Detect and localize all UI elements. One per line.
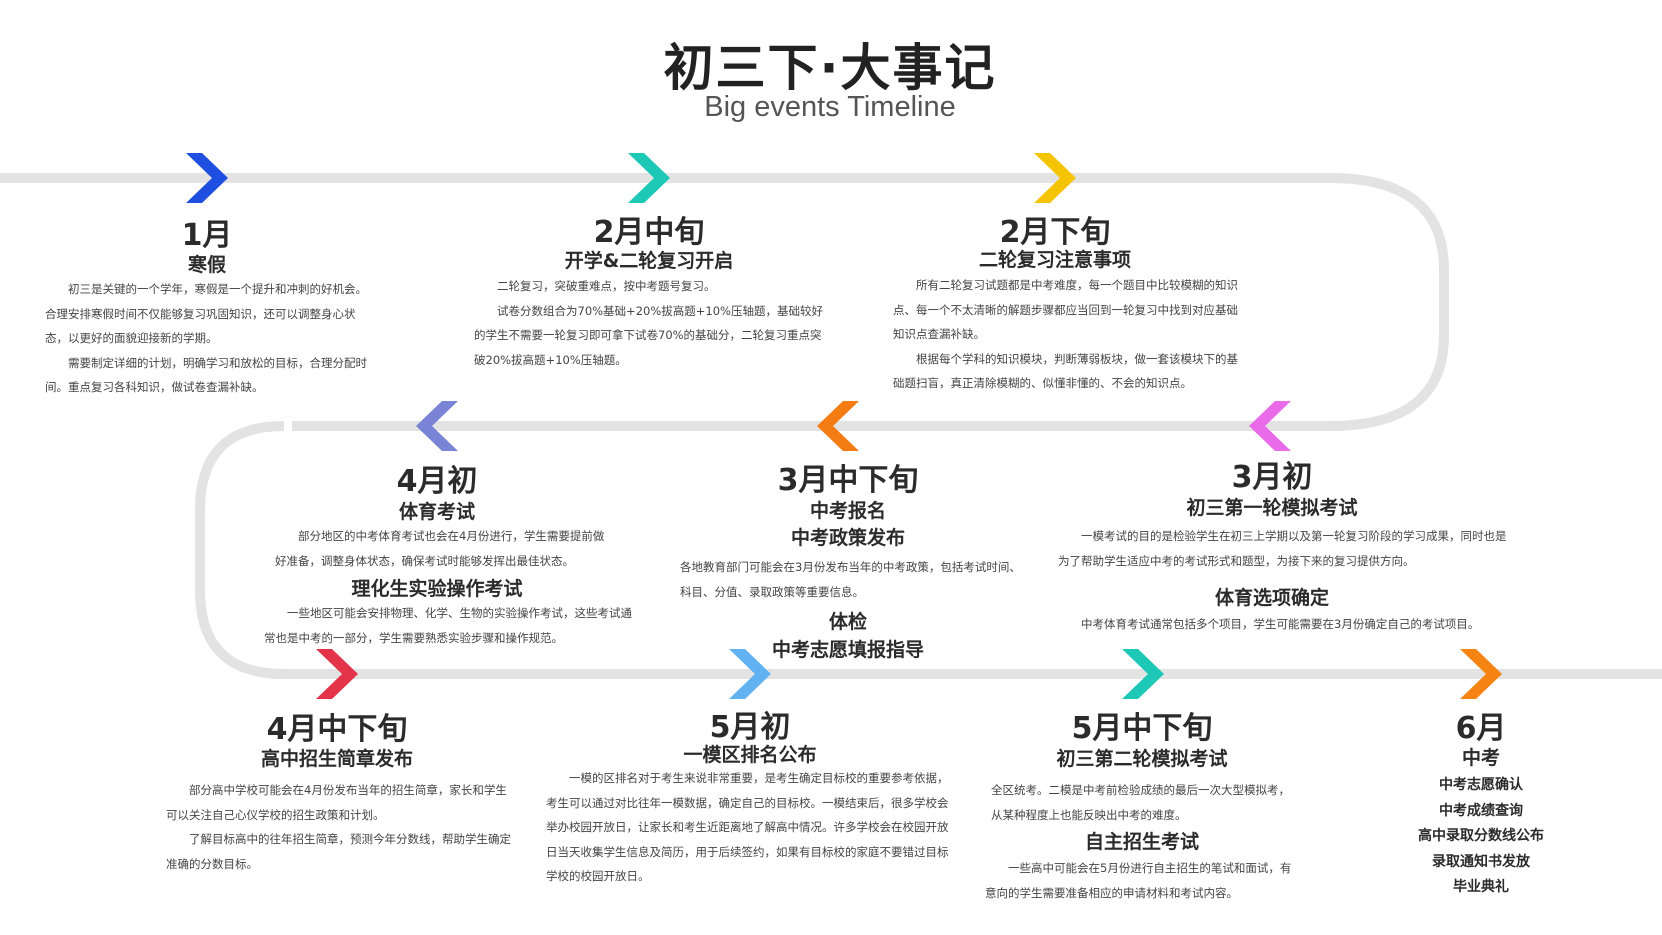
event-description-2: 一些高中可能会在5月份进行自主招生的笔试和面试，有意向的学生需要准备相应的申请材… bbox=[985, 861, 1292, 900]
chevron-right-icon bbox=[628, 153, 670, 203]
event-description: 所有二轮复习试题都是中考难度，每一个题目中比较模糊的知识点、每一个不太清晰的解题… bbox=[893, 278, 1238, 390]
event-month: 2月中旬 bbox=[593, 215, 705, 250]
chevron-right-icon bbox=[1460, 649, 1502, 699]
chevron-left-icon bbox=[416, 401, 458, 451]
event-heading: 中考报名 bbox=[809, 500, 887, 522]
event-description: 二轮复习，突破重难点，按中考题号复习。 试卷分数组合为70%基础+20%拔高题+… bbox=[474, 279, 823, 367]
event-description: 初三是关键的一个学年，寒假是一个提升和冲刺的好机会。合理安排寒假时间不仅能够复习… bbox=[45, 282, 367, 394]
page-subtitle: Big events Timeline bbox=[704, 91, 956, 123]
chevron-right-icon bbox=[1034, 153, 1076, 203]
event-heading: 体育考试 bbox=[398, 501, 476, 523]
event-item: 中考志愿确认 bbox=[1439, 777, 1523, 793]
chevron-right-icon bbox=[1122, 649, 1164, 699]
chevron-right-icon bbox=[186, 153, 228, 203]
event-description: 全区统考。二模是中考前检验成绩的最后一次大型模拟考，从某种程度上也能反映出中考的… bbox=[991, 783, 1290, 822]
event-item: 毕业典礼 bbox=[1453, 879, 1509, 895]
event-item: 高中录取分数线公布 bbox=[1418, 828, 1544, 844]
event-heading: 初三第一轮模拟考试 bbox=[1186, 497, 1358, 519]
chevron-left-icon bbox=[817, 401, 859, 451]
event-heading: 一模区排名公布 bbox=[683, 744, 817, 766]
event-description: 部分地区的中考体育考试也会在4月份进行，学生需要提前做好准备，调整身体状态，确保… bbox=[275, 529, 605, 568]
event-month: 4月初 bbox=[396, 464, 478, 499]
track-lower-loop bbox=[195, 421, 1662, 679]
event-month: 5月初 bbox=[709, 710, 791, 745]
event-heading: 中考 bbox=[1461, 747, 1501, 769]
event-description: 部分高中学校可能会在4月份发布当年的招生简章，家长和学生可以关注自己心仪学校的招… bbox=[166, 783, 511, 871]
event-month: 1月 bbox=[181, 218, 233, 253]
event-month: 5月中下旬 bbox=[1071, 711, 1213, 746]
event-description: 一模考试的目的是检验学生在初三上学期以及第一轮复习阶段的学习成果，同时也是为了帮… bbox=[1058, 529, 1507, 568]
chevron-right-icon bbox=[316, 649, 358, 699]
event-month: 6月 bbox=[1455, 711, 1507, 746]
event-description: 一模的区排名对于考生来说非常重要，是考生确定目标校的重要参考依据，考生可以通过对… bbox=[546, 771, 949, 883]
chevron-left-icon bbox=[1249, 401, 1291, 451]
event-heading: 寒假 bbox=[187, 254, 227, 276]
event-month: 3月初 bbox=[1231, 460, 1313, 495]
event-month: 4月中下旬 bbox=[266, 712, 408, 747]
event-description: 各地教育部门可能会在3月份发布当年的中考政策，包括考试时间、科目、分值、录取政策… bbox=[680, 560, 1021, 599]
event-heading: 开学&二轮复习开启 bbox=[564, 250, 734, 272]
event-item: 中考成绩查询 bbox=[1439, 803, 1523, 819]
event-heading-b: 中考政策发布 bbox=[790, 527, 906, 549]
chevron-right-icon bbox=[729, 649, 771, 699]
event-month: 2月下旬 bbox=[999, 215, 1111, 250]
event-heading-2: 体育选项确定 bbox=[1214, 587, 1330, 609]
event-heading: 初三第二轮模拟考试 bbox=[1056, 748, 1228, 770]
event-heading: 高中招生简章发布 bbox=[260, 748, 414, 770]
event-item: 录取通知书发放 bbox=[1432, 854, 1530, 870]
event-heading-2b: 中考志愿填报指导 bbox=[771, 639, 925, 661]
page-title: 初三下·大事记 bbox=[663, 39, 997, 97]
event-description-2: 中考体育考试通常包括多个项目，学生可能需要在3月份确定自己的考试项目。 bbox=[1081, 617, 1480, 631]
event-heading-2: 体检 bbox=[828, 611, 868, 633]
event-month: 3月中下旬 bbox=[777, 463, 919, 498]
event-description-2: 一些地区可能会安排物理、化学、生物的实验操作考试，这些考试通常也是中考的一部分，… bbox=[264, 606, 632, 645]
track-upper-loop bbox=[0, 173, 1449, 431]
event-heading-2: 自主招生考试 bbox=[1084, 831, 1200, 853]
event-heading-2: 理化生实验操作考试 bbox=[351, 578, 523, 600]
event-heading: 二轮复习注意事项 bbox=[978, 249, 1132, 271]
